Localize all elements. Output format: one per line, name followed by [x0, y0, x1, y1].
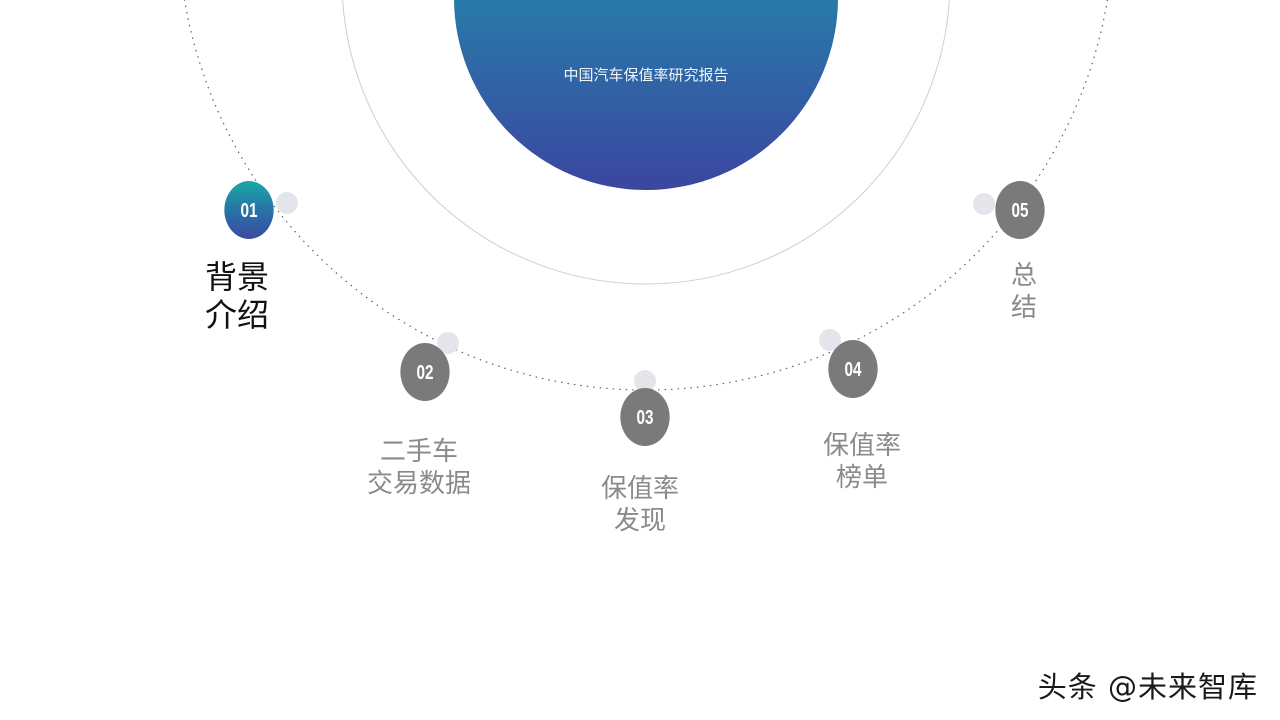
node-03-accent-dot — [634, 370, 656, 392]
watermark: 头条 @未来智库 — [1037, 670, 1258, 704]
node-05-accent-dot — [973, 193, 995, 215]
hero-disc — [454, 0, 838, 190]
agenda-label-04[interactable]: 保值率 榜单 — [792, 430, 932, 494]
agenda-label-05[interactable]: 总 结 — [984, 260, 1064, 324]
report-title: 中国汽车保值率研究报告 — [563, 66, 729, 84]
node-04-accent-dot — [819, 329, 841, 351]
agenda-node-03[interactable]: 03 — [620, 388, 670, 446]
label-01-line2: 介绍 — [204, 296, 269, 334]
agenda-label-02[interactable]: 二手车 交易数据 — [344, 436, 494, 500]
label-05-line1: 总 — [1010, 261, 1037, 291]
label-04-line2: 榜单 — [835, 463, 888, 493]
node-01-accent-dot — [276, 192, 298, 214]
agenda-node-01[interactable]: 01 — [224, 181, 274, 239]
agenda-label-01[interactable]: 背景 介绍 — [187, 258, 287, 334]
label-01-line1: 背景 — [204, 258, 269, 296]
label-05-line2: 结 — [1010, 293, 1037, 323]
node-02-number: 02 — [416, 359, 434, 383]
label-02-line1: 二手车 — [379, 437, 458, 467]
label-02-line2: 交易数据 — [366, 469, 471, 499]
agenda-node-04[interactable]: 04 — [828, 340, 878, 398]
node-05-number: 05 — [1011, 197, 1029, 221]
node-03-number: 03 — [636, 404, 654, 428]
agenda-node-02[interactable]: 02 — [400, 343, 450, 401]
middle-ring — [342, 0, 950, 285]
agenda-label-03[interactable]: 保值率 发现 — [570, 473, 710, 537]
node-04-number: 04 — [844, 356, 862, 380]
label-04-line1: 保值率 — [822, 431, 901, 461]
label-03-line2: 发现 — [613, 506, 666, 536]
label-03-line1: 保值率 — [600, 474, 679, 504]
agenda-node-05[interactable]: 05 — [995, 181, 1045, 239]
node-01-number: 01 — [240, 197, 258, 221]
node-02-accent-dot — [437, 332, 459, 354]
